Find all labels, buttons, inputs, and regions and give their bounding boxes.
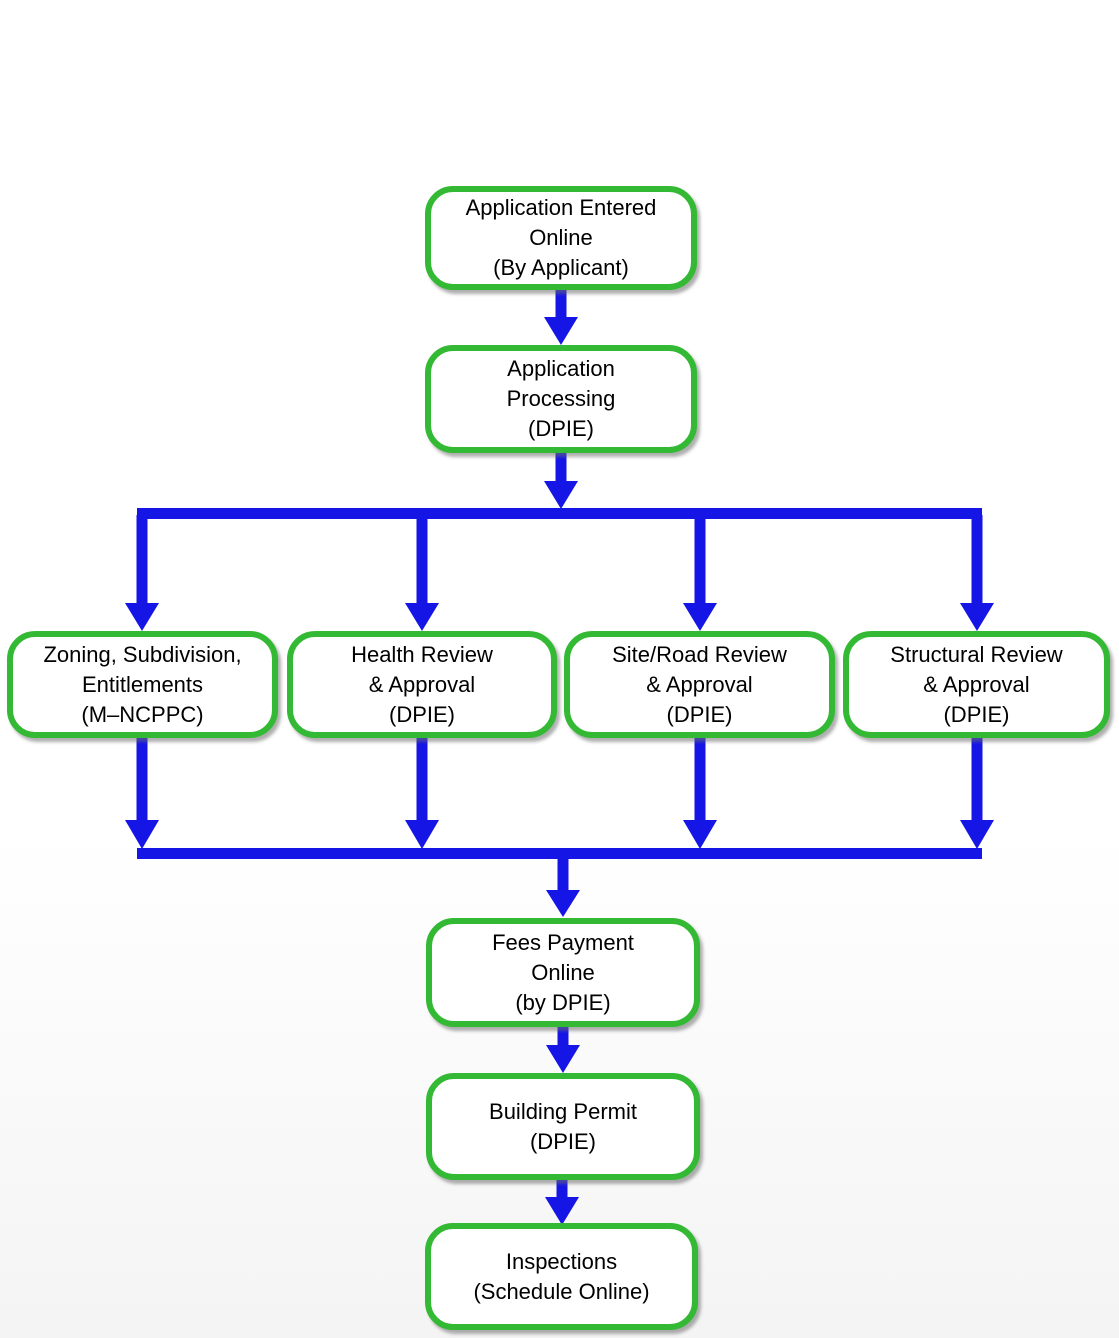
node-label: Structural Review & Approval (DPIE) [890, 641, 1063, 727]
node-label: Health Review & Approval (DPIE) [351, 641, 493, 727]
node-label: Zoning, Subdivision, Entitlements (M–NCP… [43, 641, 242, 727]
arrow-fees-to-permit [546, 1026, 580, 1073]
node-label: Building Permit (DPIE) [489, 1098, 637, 1154]
arrow-processing-to-branch-bar [544, 452, 578, 509]
arrow-branch-to-zoning [125, 515, 159, 631]
arrow-branch-to-structural [960, 515, 994, 631]
merge-bar-bottom [137, 848, 982, 859]
node-label: Site/Road Review & Approval (DPIE) [612, 641, 787, 727]
node-label: Application Entered Online (By Applicant… [465, 195, 657, 280]
node-label: Application Processing (DPIE) [506, 356, 616, 441]
node-application-processing: Application Processing (DPIE) [425, 345, 697, 453]
node-application-entered-online: Application Entered Online (By Applicant… [425, 186, 697, 290]
arrow-health-to-merge [405, 736, 439, 849]
arrow-permit-to-inspections [545, 1179, 579, 1225]
arrow-branch-to-health [405, 515, 439, 631]
arrow-structural-to-merge [960, 736, 994, 849]
node-health-review-approval: Health Review & Approval (DPIE) [287, 631, 557, 738]
node-building-permit: Building Permit (DPIE) [426, 1073, 700, 1180]
node-fees-payment-online: Fees Payment Online (by DPIE) [426, 918, 700, 1027]
arrow-site-road-to-merge [683, 736, 717, 849]
node-label: Inspections (Schedule Online) [473, 1248, 650, 1304]
arrow-branch-to-site-road [683, 515, 717, 631]
node-structural-review-approval: Structural Review & Approval (DPIE) [843, 631, 1110, 738]
node-site-road-review-approval: Site/Road Review & Approval (DPIE) [564, 631, 835, 738]
node-label: Fees Payment Online (by DPIE) [492, 929, 634, 1015]
arrow-entered-to-processing [544, 289, 578, 345]
arrow-merge-to-fees [546, 855, 580, 917]
arrow-zoning-to-merge [125, 736, 159, 849]
node-inspections: Inspections (Schedule Online) [425, 1223, 698, 1330]
branch-bar-top [137, 508, 982, 519]
node-zoning-subdivision-entitlements: Zoning, Subdivision, Entitlements (M–NCP… [7, 631, 278, 738]
